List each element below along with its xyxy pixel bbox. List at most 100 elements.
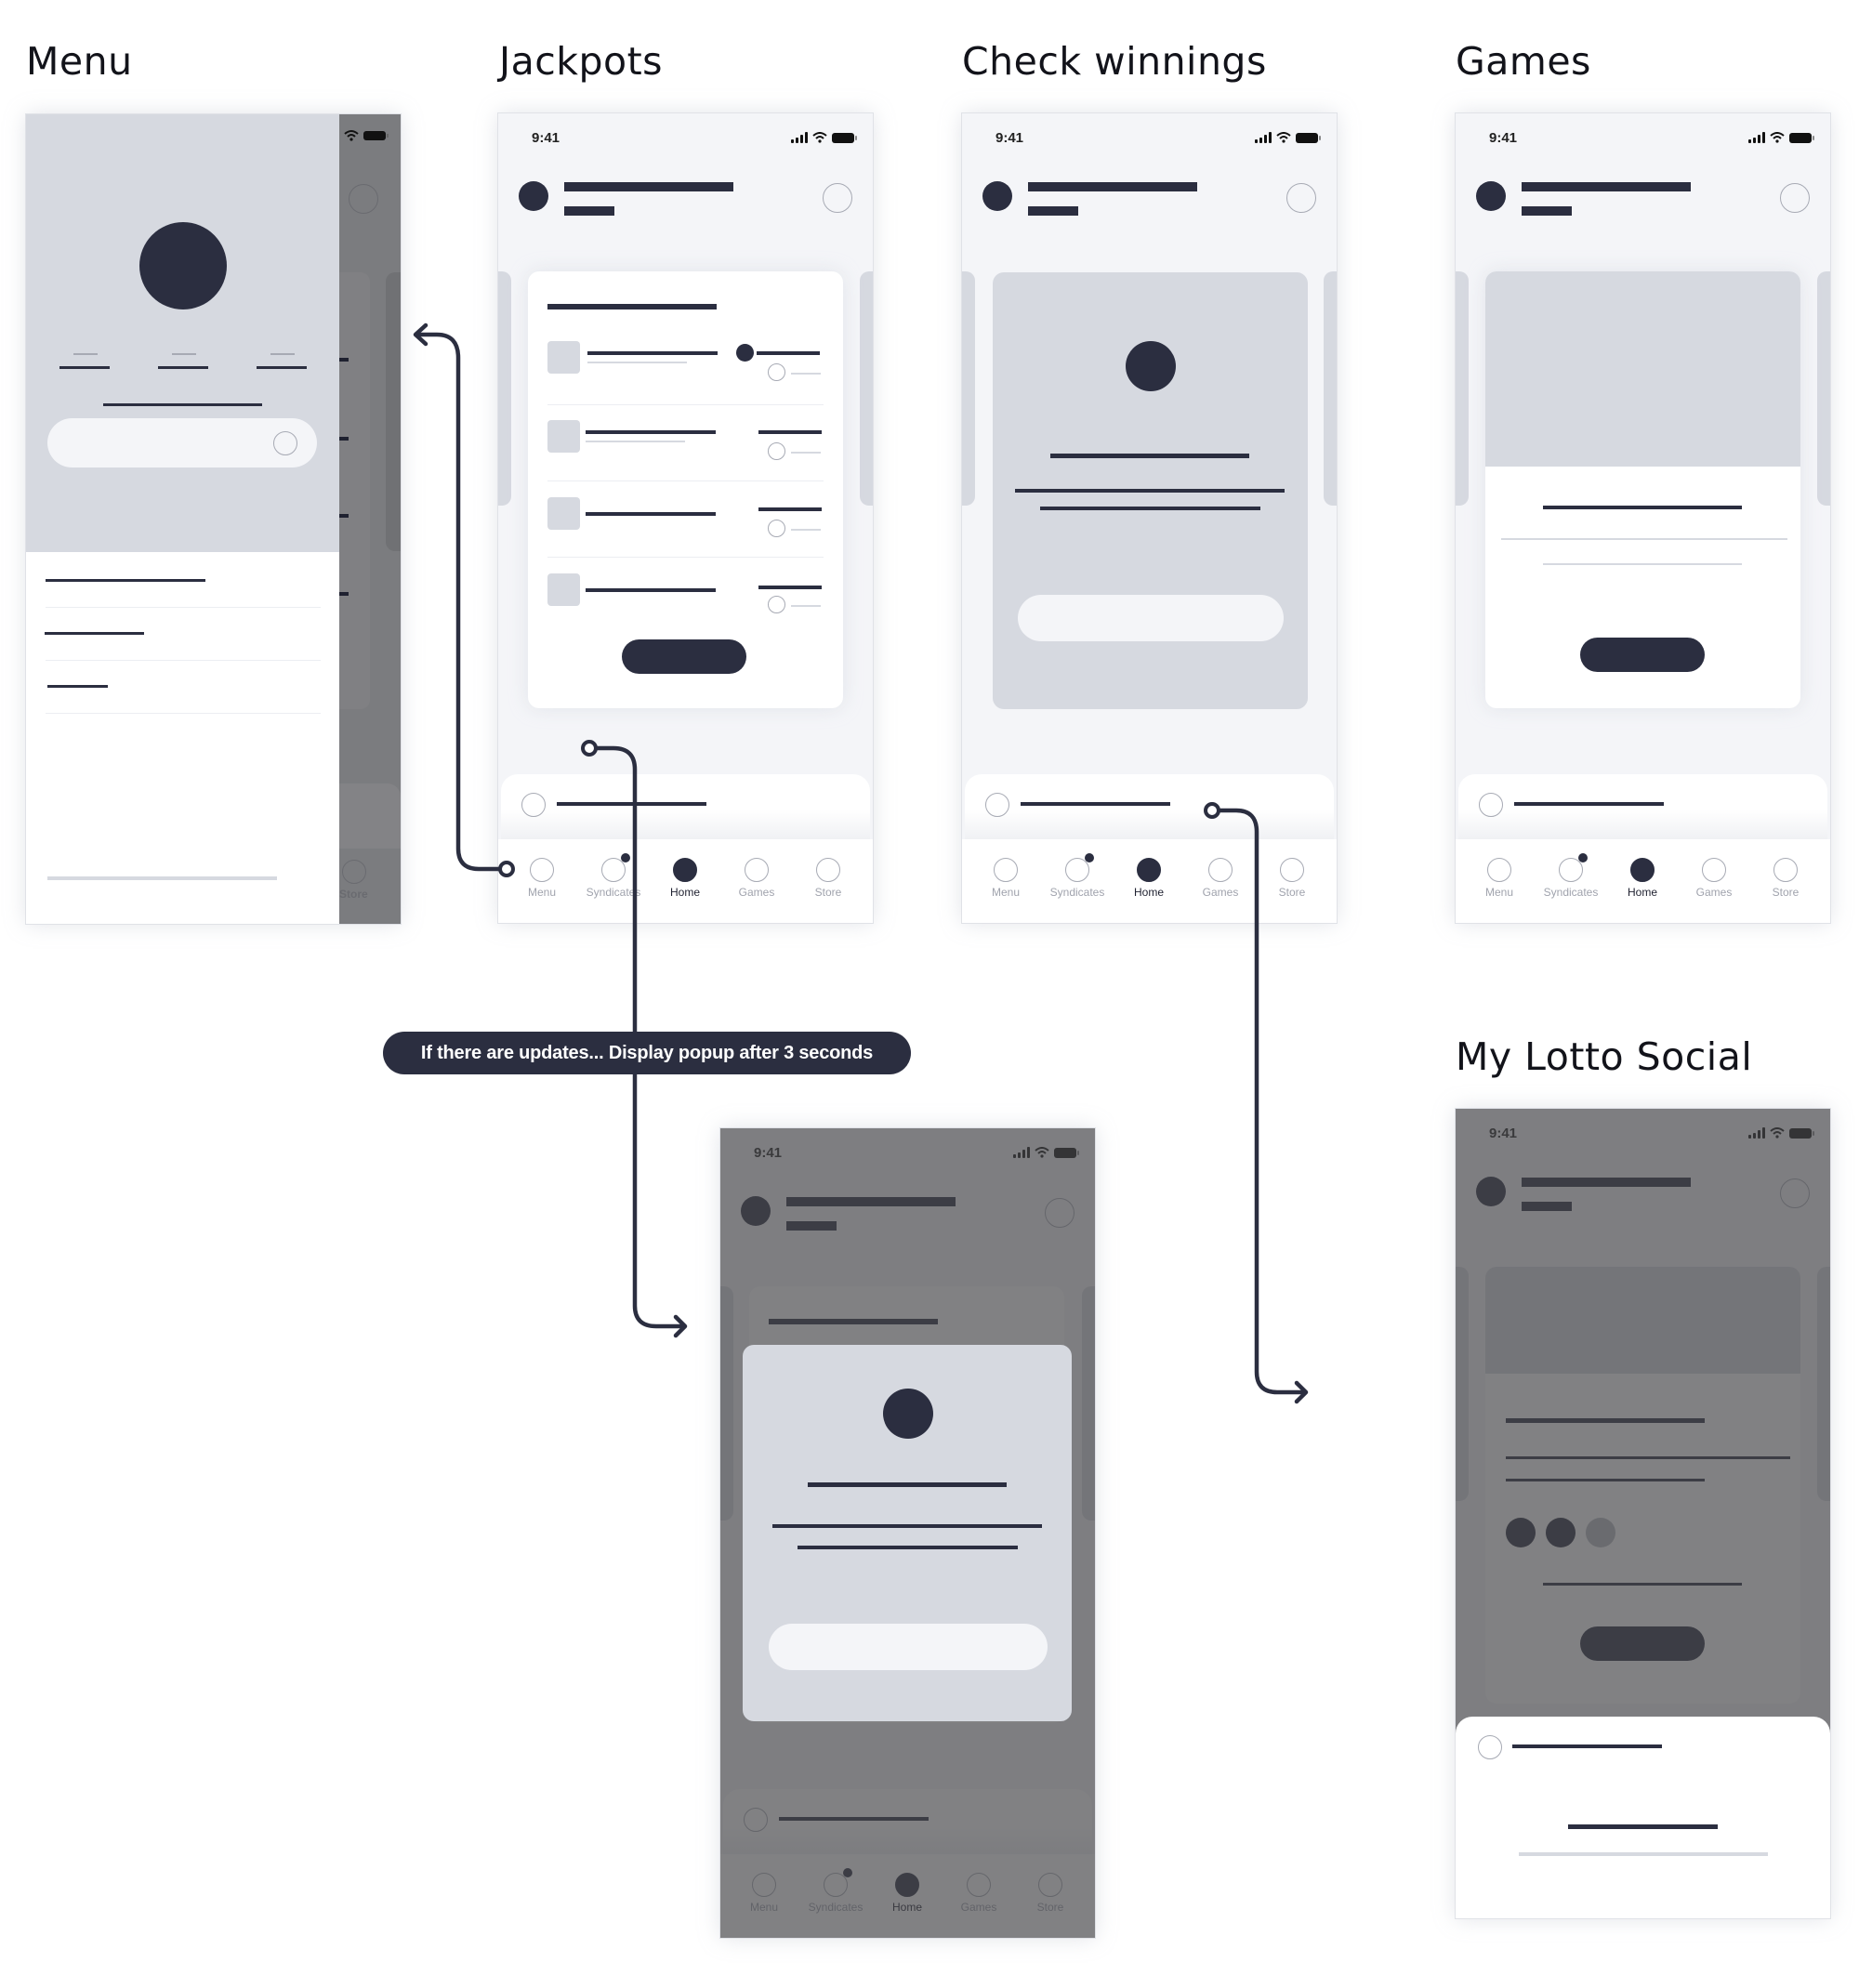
mini-player[interactable] [1458,774,1827,839]
notification-icon[interactable] [823,183,852,213]
check-winnings-button[interactable] [1018,595,1284,641]
home-tab-icon [673,858,697,882]
game-description-line-2 [1543,563,1742,565]
winnings-text-line-1 [1015,489,1285,493]
avatar[interactable] [139,222,227,309]
notification-badge [621,853,630,862]
tab-menu[interactable]: Menu [509,858,574,899]
store-tab-icon [816,858,840,882]
menu-item-2[interactable] [45,632,144,635]
tab-syndicates[interactable]: Syndicates [1538,853,1603,899]
jackpot-amount [758,430,822,434]
tab-store[interactable]: Store [1259,858,1325,899]
tab-label: Home [1627,886,1657,899]
tab-store[interactable]: Store [796,858,861,899]
stat-label-2 [172,353,196,355]
winnings-text-line-2 [1040,507,1260,510]
status-time: 9:41 [995,130,1024,146]
draw-time [791,452,821,454]
next-card-peek[interactable] [1817,271,1830,506]
game-sub [587,362,687,363]
profile-name [103,403,262,406]
tab-home[interactable]: Home [1610,858,1675,899]
prev-card-peek[interactable] [1456,271,1469,506]
tab-bar: Menu Syndicates Home Games Store [1456,839,1830,923]
mini-player[interactable] [965,774,1334,839]
jackpot-indicator [736,344,754,362]
tab-label: Store [1278,886,1306,899]
profile-avatar[interactable] [519,181,548,211]
store-tab-icon [1773,858,1798,882]
game-description-line-1 [1501,538,1787,540]
mini-player[interactable] [501,774,870,839]
notification-icon[interactable] [1780,183,1810,213]
mini-player-text [1021,802,1170,806]
menu-item-1[interactable] [46,579,205,582]
game-logo [547,497,580,530]
jackpot-row[interactable] [528,341,843,406]
profile-action-button[interactable] [47,418,317,467]
battery-icon [1789,132,1814,143]
game-title [1543,506,1742,509]
tab-games[interactable]: Games [1188,858,1253,899]
jackpot-amount [758,586,822,589]
tab-home[interactable]: Home [653,858,718,899]
menu-item-3[interactable] [47,685,108,688]
game-card[interactable] [1485,271,1800,708]
divider [46,607,321,608]
divider [547,557,824,558]
jackpots-card [528,271,843,708]
profile-avatar[interactable] [982,181,1012,211]
dimmed-background-app[interactable]: Store [339,114,401,924]
tab-syndicates[interactable]: Syndicates [1045,853,1110,899]
jackpots-screen: 9:41 [498,113,873,923]
syndicates-tab-icon [601,853,630,882]
prev-card-peek[interactable] [498,271,511,506]
store-tab-label: Store [339,888,368,901]
jackpot-row[interactable] [528,497,843,562]
stat-value-3 [257,366,307,369]
tab-games[interactable]: Games [724,858,789,899]
jackpot-row[interactable] [528,420,843,485]
notification-icon [349,184,378,214]
tab-bar: Menu Syndicates Home Games Store [962,839,1337,923]
tab-store[interactable]: Store [1753,858,1818,899]
mini-player-icon [985,793,1009,817]
play-button[interactable] [1580,638,1705,672]
next-card-peek[interactable] [1324,271,1337,506]
mini-player-text [1514,802,1664,806]
status-icons [1748,132,1814,143]
jackpot-row[interactable] [528,573,843,639]
placeholder-line [339,358,349,362]
notification-badge [1578,853,1588,862]
divider [46,660,321,661]
view-all-button[interactable] [622,639,746,674]
placeholder-line [339,514,349,518]
wifi-icon [1770,132,1785,143]
profile-avatar[interactable] [1476,181,1506,211]
sheet-heading [1568,1824,1718,1829]
screen-title-check-winnings: Check winnings [962,39,1267,84]
winnings-card [993,272,1308,709]
notification-icon[interactable] [1286,183,1316,213]
status-time: 9:41 [1489,130,1518,146]
tab-syndicates[interactable]: Syndicates [581,853,646,899]
signal-icon [1255,132,1272,143]
next-card-peek[interactable] [860,271,873,506]
popup-action-button[interactable] [769,1624,1048,1670]
games-tab-icon [1208,858,1233,882]
tab-menu[interactable]: Menu [1467,858,1532,899]
tab-menu[interactable]: Menu [973,858,1038,899]
greeting-subtitle [564,206,614,216]
flow-annotation: If there are updates... Display popup af… [383,1032,911,1074]
tab-home[interactable]: Home [1116,858,1181,899]
tab-games[interactable]: Games [1681,858,1747,899]
updates-popup [743,1345,1072,1721]
game-image [1485,271,1800,467]
menu-tab-icon [530,858,554,882]
winnings-icon [1126,341,1176,391]
prev-card-peek[interactable] [962,271,975,506]
timer-icon [768,596,785,613]
greeting-title [1028,182,1197,191]
card-title [547,304,717,309]
